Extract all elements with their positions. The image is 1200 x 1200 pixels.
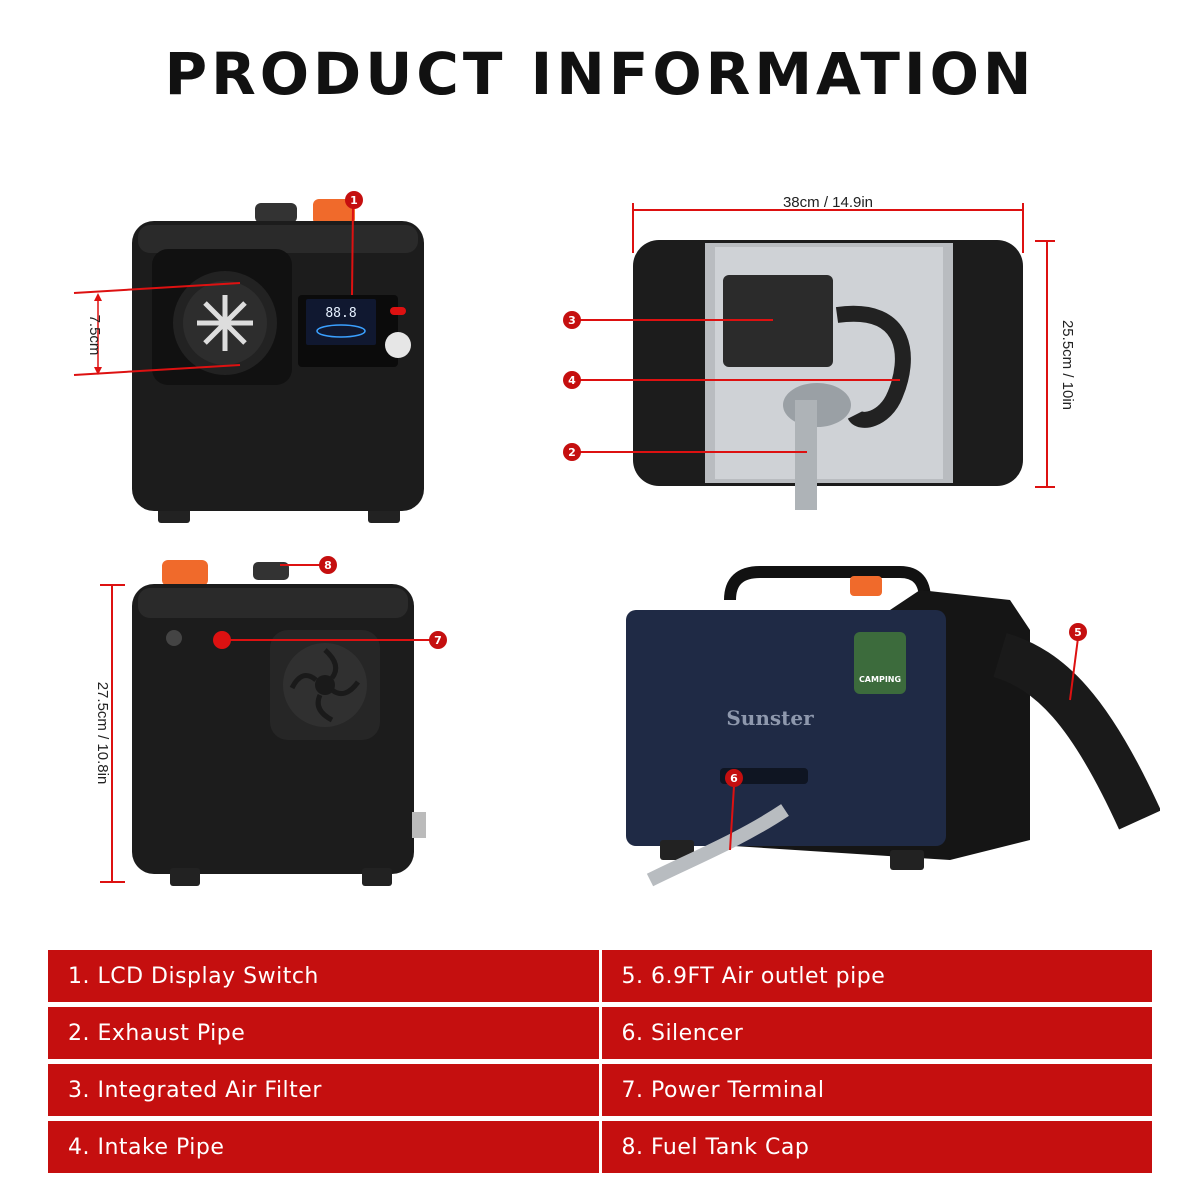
control-button[interactable] xyxy=(385,332,411,358)
callout-6: 6 xyxy=(730,772,738,785)
callout-6-icon xyxy=(725,769,743,787)
callout-7: 7 xyxy=(434,634,442,647)
table-row: 2. Exhaust Pipe 6. Silencer xyxy=(48,1007,1152,1059)
air-outlet-pipe xyxy=(992,632,1160,830)
page-title: PRODUCT INFORMATION xyxy=(164,40,1036,108)
fuel-tank-cap xyxy=(162,560,208,586)
part-label-8: 8. Fuel Tank Cap xyxy=(601,1121,1152,1173)
callout-4: 4 xyxy=(568,374,576,387)
part-label-7: 7. Power Terminal xyxy=(601,1064,1152,1116)
brand-logo: Sunster xyxy=(726,706,814,730)
part-label-5: 5. 6.9FT Air outlet pipe xyxy=(601,950,1152,1002)
width-dimension: 38cm / 14.9in xyxy=(783,194,873,211)
camping-sticker-icon xyxy=(854,632,906,694)
integrated-air-filter xyxy=(723,275,833,367)
table-row: 3. Integrated Air Filter 7. Power Termin… xyxy=(48,1064,1152,1116)
callout-4-icon xyxy=(563,371,581,389)
bottom-view-panel: 38cm / 14.9in 25.5cm / 10in 3 4 2 xyxy=(563,194,1076,510)
callout-2-icon xyxy=(563,443,581,461)
table-row: 4. Intake Pipe 8. Fuel Tank Cap xyxy=(48,1121,1152,1173)
callout-2: 2 xyxy=(568,446,576,459)
exhaust-pipe xyxy=(795,400,817,510)
rear-view-panel: 27.5cm / 10.8in 8 7 xyxy=(94,556,447,886)
power-terminal xyxy=(213,631,231,649)
callout-8-icon xyxy=(319,556,337,574)
part-label-6: 6. Silencer xyxy=(601,1007,1152,1059)
indicator-led xyxy=(390,307,406,315)
callout-5-icon xyxy=(1069,623,1087,641)
height-dimension: 27.5cm / 10.8in xyxy=(94,682,111,785)
parts-legend-table: 1. LCD Display Switch 5. 6.9FT Air outle… xyxy=(48,950,1152,1178)
callout-1: 1 xyxy=(350,194,358,207)
part-label-2: 2. Exhaust Pipe xyxy=(48,1007,599,1059)
power-knob-icon xyxy=(255,203,297,223)
callout-8: 8 xyxy=(324,559,332,572)
callout-3-icon xyxy=(563,311,581,329)
rear-switch xyxy=(166,630,182,646)
part-label-1: 1. LCD Display Switch xyxy=(48,950,599,1002)
camping-sticker: CAMPING xyxy=(859,675,901,684)
depth-dimension: 25.5cm / 10in xyxy=(1059,320,1076,410)
callout-7-icon xyxy=(429,631,447,649)
carry-handle xyxy=(724,566,931,601)
table-row: 1. LCD Display Switch 5. 6.9FT Air outle… xyxy=(48,950,1152,1002)
front-vent-dimension: 7.5cm xyxy=(86,315,103,356)
silencer-pipe xyxy=(646,804,789,887)
part-label-4: 4. Intake Pipe xyxy=(48,1121,599,1173)
part-label-3: 3. Integrated Air Filter xyxy=(48,1064,599,1116)
callout-1-icon xyxy=(345,191,363,209)
perspective-view-panel: CAMPING Sunster 5 6 xyxy=(626,566,1160,887)
fuel-cap-icon xyxy=(313,199,355,225)
fuel-port xyxy=(412,812,426,838)
callout-5: 5 xyxy=(1074,626,1082,639)
front-view-panel: 88.8 7.5cm 1 xyxy=(73,191,424,523)
lcd-readout: 88.8 xyxy=(325,306,356,321)
callout-3: 3 xyxy=(568,314,576,327)
